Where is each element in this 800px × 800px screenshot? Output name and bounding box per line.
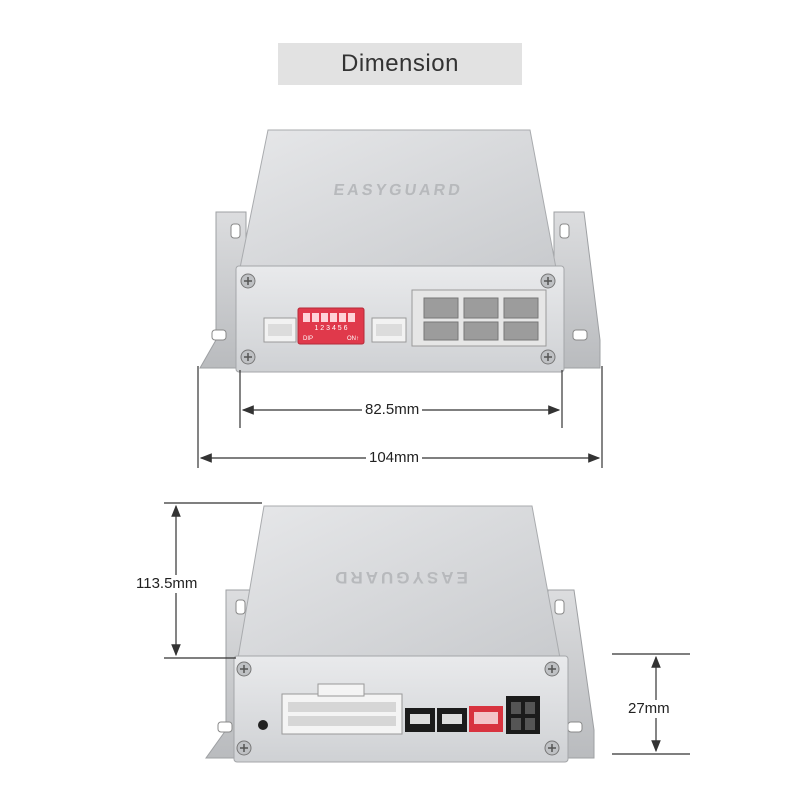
screw-icon <box>240 349 256 365</box>
screw-icon <box>236 740 252 756</box>
flange-slot-icon <box>567 721 583 733</box>
screw-icon <box>540 273 556 289</box>
flange-slot-icon <box>235 599 246 615</box>
brand-label-front: EASYGUARD <box>332 181 464 199</box>
multi-pin-connector <box>281 693 403 735</box>
housing-top-surface <box>239 129 557 269</box>
screw-icon <box>544 661 560 677</box>
dimension-height: 27mm <box>627 700 671 718</box>
flange-slot-icon <box>559 223 570 239</box>
flange-slot-icon <box>217 721 233 733</box>
screw-icon <box>240 273 256 289</box>
dimension-length: 113.5mm <box>133 575 201 593</box>
indicator-hole-icon <box>258 720 268 730</box>
page-title: Dimension <box>278 43 522 85</box>
device-rear-view <box>205 505 595 763</box>
flange-slot-icon <box>211 329 227 341</box>
dip-right-label: ON↑ <box>347 336 359 342</box>
dip-left-label: DIP <box>303 336 313 342</box>
device-front-view <box>199 129 601 373</box>
screw-icon <box>544 740 560 756</box>
dimension-outer-width: 104mm <box>366 449 423 467</box>
screw-icon <box>540 349 556 365</box>
flange-slot-icon <box>230 223 241 239</box>
flange-slot-icon <box>554 599 565 615</box>
dimension-inner-width: 82.5mm <box>362 401 423 419</box>
brand-label-rear: EASYGUARD <box>332 568 468 587</box>
flange-slot-icon <box>572 329 588 341</box>
screw-icon <box>236 661 252 677</box>
mounting-flange-left <box>199 211 247 369</box>
dip-numbers: 1 2 3 4 5 6 <box>314 325 347 332</box>
